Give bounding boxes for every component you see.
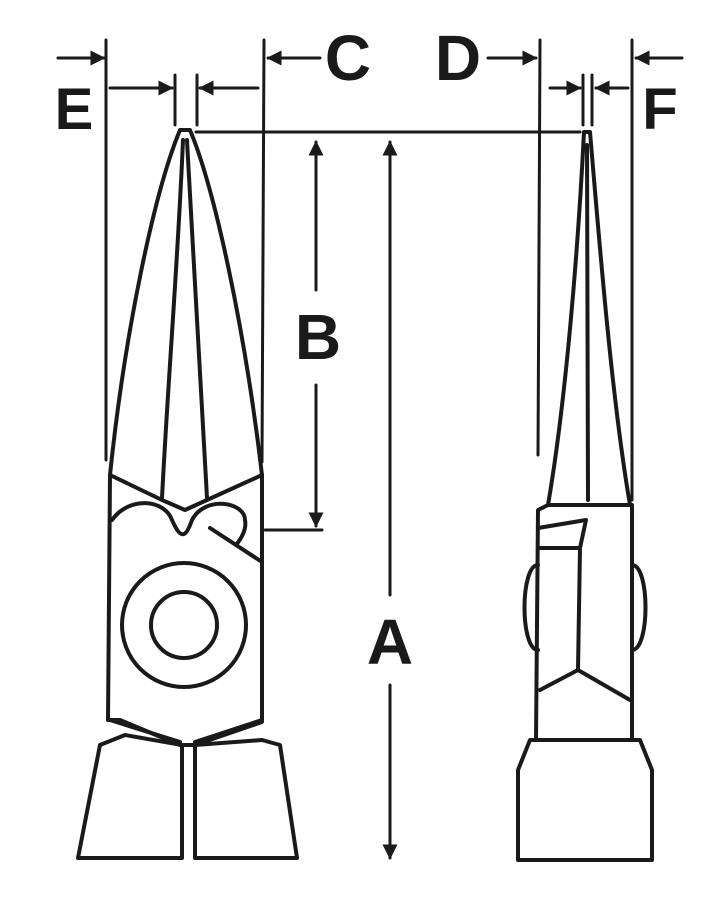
side-bump-left	[522, 563, 540, 652]
front-handle-right	[193, 738, 299, 860]
pivot-inner-circle	[149, 590, 219, 660]
pliers-front-view	[76, 128, 299, 860]
front-diagonal	[208, 526, 264, 564]
ext-line-side-width	[536, 38, 542, 457]
dimension-arrows	[56, 50, 684, 860]
side-diagonal	[538, 668, 580, 692]
side-vertical	[576, 546, 632, 702]
front-scallop	[110, 501, 248, 547]
front-nose-inner-left	[160, 138, 185, 500]
front-head-outline	[106, 473, 264, 747]
label-f: F	[642, 77, 678, 142]
label-d: D	[434, 22, 482, 94]
label-b: B	[294, 301, 342, 373]
extension-lines	[104, 38, 634, 532]
side-body-outline	[534, 503, 634, 742]
ext-line-front-width	[260, 38, 266, 464]
front-lower-cross	[108, 718, 264, 744]
label-a: A	[366, 606, 414, 678]
front-chevron	[108, 473, 264, 512]
front-handle-left	[76, 733, 184, 860]
pliers-side-view	[516, 130, 654, 862]
pivot-outer-circle	[120, 561, 248, 689]
front-nose-inner-right	[185, 138, 209, 500]
label-c: C	[324, 22, 372, 94]
side-handle	[516, 738, 654, 862]
side-nose-inner	[585, 143, 590, 502]
side-bump-right	[630, 563, 648, 652]
label-e: E	[54, 77, 94, 142]
front-nose-outline	[108, 128, 264, 477]
side-step	[536, 518, 588, 550]
